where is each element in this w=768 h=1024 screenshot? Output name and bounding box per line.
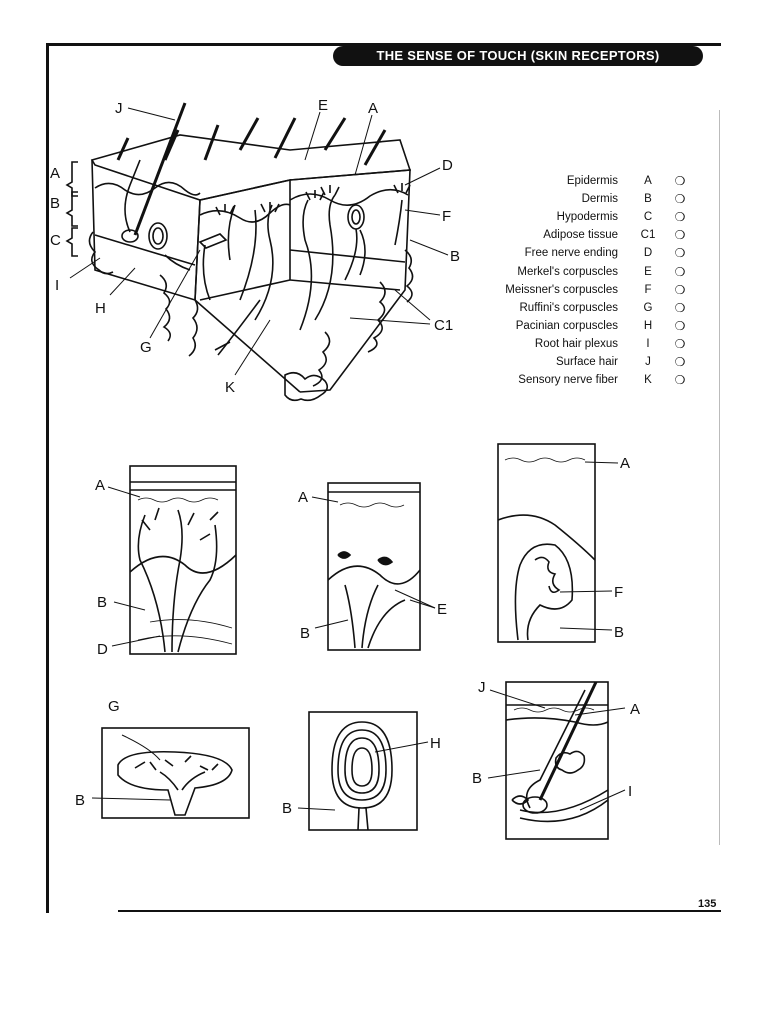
color-circle-icon: ❍ — [674, 174, 686, 189]
panel-meissner — [497, 443, 619, 643]
key-letter: J — [645, 355, 651, 368]
key-letter: G — [643, 301, 653, 314]
color-circle-icon: ❍ — [674, 300, 686, 315]
key-letter: E — [644, 265, 652, 278]
key-term: Meissner's corpuscles — [505, 283, 618, 296]
label-E: E — [318, 97, 328, 114]
panel6-label-A: A — [630, 701, 640, 718]
key-letter: C — [643, 211, 653, 224]
panel3-label-B: B — [614, 624, 624, 641]
panel-merkel — [311, 482, 436, 651]
panel1-label-B: B — [97, 594, 107, 611]
panel-pacinian — [297, 711, 429, 831]
label-D: D — [442, 157, 453, 174]
key-letter: A — [644, 175, 652, 188]
page-title: THE SENSE OF TOUCH (SKIN RECEPTORS) — [333, 46, 703, 66]
color-circle-icon: ❍ — [674, 282, 686, 297]
label-C1: C1 — [434, 317, 453, 334]
panel2-label-A: A — [298, 489, 308, 506]
panel3-label-A: A — [620, 455, 630, 472]
key-term: Surface hair — [555, 355, 618, 368]
page-number: 135 — [698, 898, 717, 910]
skin-block-diagram — [65, 102, 449, 402]
panel-root-hair — [487, 681, 626, 840]
panel6-label-B: B — [472, 770, 482, 787]
label-C-side: C — [50, 232, 61, 249]
key-row-surface-hair: Surface hair J ❍ — [490, 353, 710, 371]
panel1-label-A: A — [95, 477, 105, 494]
key-term: Free nerve ending — [524, 247, 618, 260]
panel4-label-G: G — [108, 698, 120, 715]
key-letter: C1 — [640, 229, 656, 242]
key-term: Pacinian corpuscles — [515, 319, 618, 332]
key-row-adipose: Adipose tissue C1 ❍ — [490, 226, 710, 244]
color-circle-icon: ❍ — [674, 336, 686, 351]
panel6-label-J: J — [478, 679, 486, 696]
key-row-pacinian: Pacinian corpuscles H ❍ — [490, 317, 710, 335]
key-row-merkel: Merkel's corpuscles E ❍ — [490, 262, 710, 280]
label-I: I — [55, 277, 59, 294]
panel2-label-B: B — [300, 625, 310, 642]
key-term: Dermis — [581, 193, 618, 206]
label-F: F — [442, 208, 451, 225]
label-G: G — [140, 339, 152, 356]
top-rule — [46, 43, 721, 46]
label-A-side: A — [50, 165, 60, 182]
panel2-label-E: E — [437, 601, 447, 618]
color-circle-icon: ❍ — [674, 210, 686, 225]
panel-ruffini — [91, 727, 250, 819]
key-term: Ruffini's corpuscles — [519, 301, 619, 314]
key-term: Adipose tissue — [543, 229, 618, 242]
key-row-dermis: Dermis B ❍ — [490, 190, 710, 208]
key-term: Sensory nerve fiber — [518, 374, 618, 387]
color-key: Epidermis A ❍ Dermis B ❍ Hypodermis C ❍ … — [490, 172, 710, 389]
label-B-side: B — [50, 195, 60, 212]
key-row-ruffini: Ruffini's corpuscles G ❍ — [490, 299, 710, 317]
key-term: Merkel's corpuscles — [517, 265, 618, 278]
color-circle-icon: ❍ — [674, 373, 686, 388]
key-row-epidermis: Epidermis A ❍ — [490, 172, 710, 190]
key-letter: B — [644, 193, 652, 206]
key-row-root-hair: Root hair plexus I ❍ — [490, 335, 710, 353]
key-term: Root hair plexus — [534, 337, 618, 350]
label-J: J — [115, 100, 123, 117]
label-H: H — [95, 300, 106, 317]
panel6-label-I: I — [628, 783, 632, 800]
key-row-free-nerve: Free nerve ending D ❍ — [490, 244, 710, 262]
left-rule — [46, 43, 49, 913]
color-circle-icon: ❍ — [674, 318, 686, 333]
label-A-top: A — [368, 100, 378, 117]
panel-free-nerve-ending — [107, 465, 237, 655]
key-row-sensory-nerve: Sensory nerve fiber K ❍ — [490, 371, 710, 389]
color-circle-icon: ❍ — [674, 228, 686, 243]
color-circle-icon: ❍ — [674, 192, 686, 207]
key-row-meissner: Meissner's corpuscles F ❍ — [490, 281, 710, 299]
key-letter: K — [644, 374, 652, 387]
key-letter: F — [644, 283, 652, 296]
color-circle-icon: ❍ — [674, 246, 686, 261]
color-circle-icon: ❍ — [674, 264, 686, 279]
color-circle-icon: ❍ — [674, 354, 686, 369]
panel3-label-F: F — [614, 584, 623, 601]
right-margin-line — [719, 110, 720, 845]
panel4-label-B: B — [75, 792, 85, 809]
label-B-right: B — [450, 248, 460, 265]
bottom-rule — [118, 910, 721, 912]
panel5-label-H: H — [430, 735, 441, 752]
key-letter: I — [646, 337, 650, 350]
key-letter: D — [643, 247, 653, 260]
key-term: Hypodermis — [556, 211, 618, 224]
key-letter: H — [643, 319, 653, 332]
panel1-label-D: D — [97, 641, 108, 658]
panel5-label-B: B — [282, 800, 292, 817]
key-row-hypodermis: Hypodermis C ❍ — [490, 208, 710, 226]
label-K: K — [225, 379, 235, 396]
key-term: Epidermis — [566, 175, 618, 188]
